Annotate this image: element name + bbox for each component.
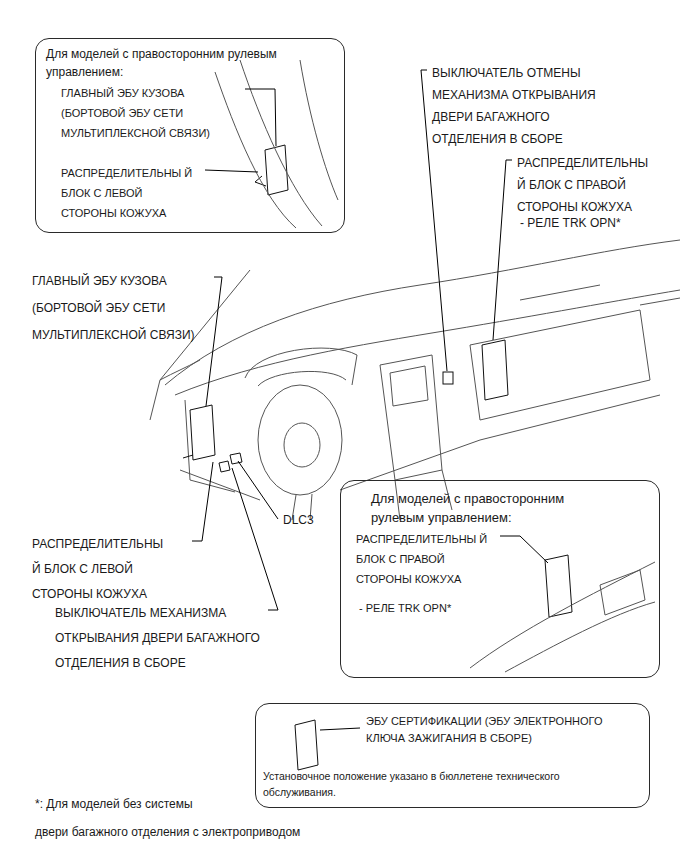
- inset-heading: Для моделей с правосторонним рулевым упр…: [371, 489, 603, 527]
- part-label: ГЛАВНЫЙ ЭБУ КУЗОВА (БОРТОВОЙ ЭБУ СЕТИ МУ…: [61, 83, 229, 143]
- part-label: - РЕЛЕ TRK OPN*: [359, 599, 509, 617]
- part-label: РАСПРЕДЕЛИТЕЛЬНЫ Й БЛОК С ЛЕВОЙ СТОРОНЫ …: [61, 163, 193, 223]
- ecu-symbol: [295, 720, 318, 770]
- footnote: *: Для моделей без системы двери багажно…: [35, 790, 335, 846]
- part-label: - РЕЛЕ TRK OPN*: [520, 214, 670, 232]
- junction-block-symbol: [545, 555, 572, 617]
- dlc3-symbol: [230, 453, 242, 464]
- inset-outline: [215, 60, 655, 672]
- part-label: ЭБУ СЕРТИФИКАЦИИ (ЭБУ ЭЛЕКТРОННОГО КЛЮЧА…: [366, 713, 618, 747]
- part-label: РАСПРЕДЕЛИТЕЛЬНЫ Й БЛОК С ПРАВОЙ СТОРОНЫ…: [517, 152, 659, 218]
- note: Установочное положение указано в бюллете…: [263, 768, 613, 800]
- switch-symbol: [443, 372, 453, 384]
- inset-heading: Для моделей с правосторонним рулевым упр…: [46, 45, 316, 81]
- part-label: РАСПРЕДЕЛИТЕЛЬНЫ Й БЛОК С ЛЕВОЙ СТОРОНЫ …: [32, 532, 174, 607]
- part-label: РАСПРЕДЕЛИТЕЛЬНЫ Й БЛОК С ПРАВОЙ СТОРОНЫ…: [356, 529, 488, 589]
- inset-panel: Для моделей с правосторонним рулевым упр…: [35, 38, 345, 233]
- component-symbols: [183, 145, 572, 770]
- switch-symbol: [219, 461, 230, 472]
- body-ecu-symbol: [190, 405, 215, 460]
- bracket: [183, 455, 193, 458]
- inset-panel: Для моделей с правосторонним рулевым упр…: [340, 480, 660, 678]
- wrap-spacer: [210, 790, 335, 818]
- part-label: ВЫКЛЮЧАТЕЛЬ ОТМЕНЫ МЕХАНИЗМА ОТКРЫВАНИЯ …: [432, 62, 614, 150]
- inset-panel: ЭБУ СЕРТИФИКАЦИИ (ЭБУ ЭЛЕКТРОННОГО КЛЮЧА…: [255, 703, 650, 808]
- part-label: ВЫКЛЮЧАТЕЛЬ МЕХАНИЗМА ОТКРЫВАНИЯ ДВЕРИ Б…: [55, 601, 283, 676]
- junction-block-symbol: [482, 340, 508, 400]
- part-label: DLC3: [283, 511, 343, 529]
- dashboard-outline: [150, 240, 680, 520]
- part-label: ГЛАВНЫЙ ЭБУ КУЗОВА (БОРТОВОЙ ЭБУ СЕТИ МУ…: [32, 268, 212, 349]
